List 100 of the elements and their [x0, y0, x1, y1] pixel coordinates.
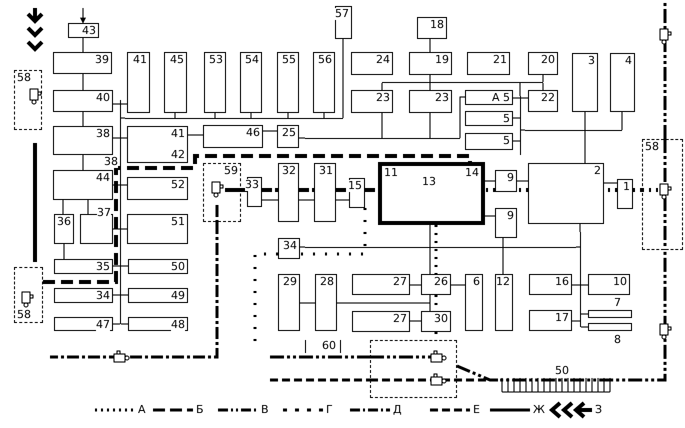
box-number: 28	[320, 276, 334, 288]
area-bracket	[305, 340, 341, 353]
transport-route	[664, 0, 666, 139]
box-number: 40	[96, 92, 110, 104]
legend-label: Е	[473, 404, 480, 416]
connector-line	[604, 182, 618, 184]
bus-line	[580, 232, 581, 327]
connector-line	[410, 284, 422, 286]
box-number: 17	[555, 312, 569, 324]
connector-line	[250, 112, 252, 118]
legend-label: З	[595, 404, 602, 416]
box-number: 43	[82, 25, 96, 37]
bus-line	[305, 247, 576, 248]
box-number: 20	[541, 54, 555, 66]
area-number: 38	[104, 156, 118, 168]
connector-line	[82, 38, 84, 52]
transport-route	[365, 188, 378, 192]
connector-line	[576, 246, 580, 248]
transport-route	[633, 188, 642, 192]
connector-line	[516, 180, 528, 182]
building-box	[315, 274, 337, 331]
box-number: 24	[376, 54, 390, 66]
connector-line	[512, 140, 520, 142]
connector-line	[572, 284, 580, 286]
box-number: А 5	[492, 92, 510, 104]
legend-label: Б	[196, 404, 204, 416]
box-number: 55	[282, 54, 296, 66]
building-box	[495, 208, 517, 238]
box-number: 60	[322, 340, 336, 352]
box-number: 58	[645, 141, 659, 153]
box-number: 10	[613, 276, 627, 288]
connector-line	[580, 326, 588, 328]
box-number: 32	[282, 165, 296, 177]
building-box	[417, 17, 447, 39]
loading-bay	[370, 340, 457, 398]
transport-route	[456, 250, 666, 382]
building-box	[277, 52, 299, 113]
connector-line	[82, 154, 84, 170]
building-box	[465, 111, 513, 126]
loading-bay	[203, 163, 241, 222]
building-box	[53, 126, 113, 155]
building-box	[421, 274, 451, 295]
legend-label: А	[138, 404, 146, 416]
building-box	[54, 317, 113, 331]
box-number: 22	[541, 92, 555, 104]
transport-route	[485, 188, 495, 192]
box-number: 8	[614, 334, 621, 346]
connector-line	[450, 284, 466, 286]
box-number: 5	[503, 135, 510, 147]
box-number: 58	[17, 72, 31, 84]
box-number: 49	[171, 290, 185, 302]
bus-line	[120, 100, 121, 324]
box-number: 48	[171, 319, 185, 331]
connector-line	[214, 112, 216, 118]
box-number: 44	[96, 172, 110, 184]
box-number: 58	[17, 309, 31, 321]
building-box	[204, 52, 226, 113]
building-box	[351, 52, 393, 75]
box-number: 38	[96, 128, 110, 140]
box-number: 51	[171, 216, 185, 228]
building-box	[127, 52, 150, 113]
building-box	[54, 259, 113, 274]
building-box	[465, 133, 513, 150]
building-box	[127, 126, 188, 163]
box-number: 18	[430, 19, 444, 31]
transport-route	[299, 188, 314, 192]
arrow	[80, 8, 86, 24]
connector-line	[542, 82, 544, 90]
building-box	[240, 52, 262, 113]
building-box	[409, 90, 452, 113]
box-number: 53	[209, 54, 223, 66]
building-box	[278, 238, 300, 259]
building-box	[409, 52, 452, 75]
bus-line	[125, 118, 343, 119]
box-number: 50	[171, 261, 185, 273]
building-box	[164, 52, 187, 113]
building-box	[203, 125, 263, 148]
connector-line	[484, 180, 496, 182]
box-number: 31	[319, 165, 333, 177]
box-number: 16	[555, 276, 569, 288]
building-box	[53, 90, 113, 112]
connector-line	[188, 134, 204, 136]
building-box	[465, 274, 483, 331]
box-number: 56	[318, 54, 332, 66]
connector-line	[82, 74, 84, 90]
connector-line	[174, 112, 176, 118]
building-box	[351, 90, 393, 113]
connector-line	[300, 246, 306, 248]
main-workshop	[378, 162, 485, 225]
connector-line	[300, 302, 316, 304]
box-number: 46	[246, 127, 260, 139]
box-number: 27	[393, 276, 407, 288]
building-box	[54, 288, 113, 303]
box-number: 23	[376, 92, 390, 104]
building-box	[54, 214, 74, 244]
box-number: 34	[96, 290, 110, 302]
building-box	[313, 52, 335, 113]
legend-label: В	[261, 404, 269, 416]
box-number: 41	[171, 128, 185, 140]
bus-line	[520, 96, 521, 155]
